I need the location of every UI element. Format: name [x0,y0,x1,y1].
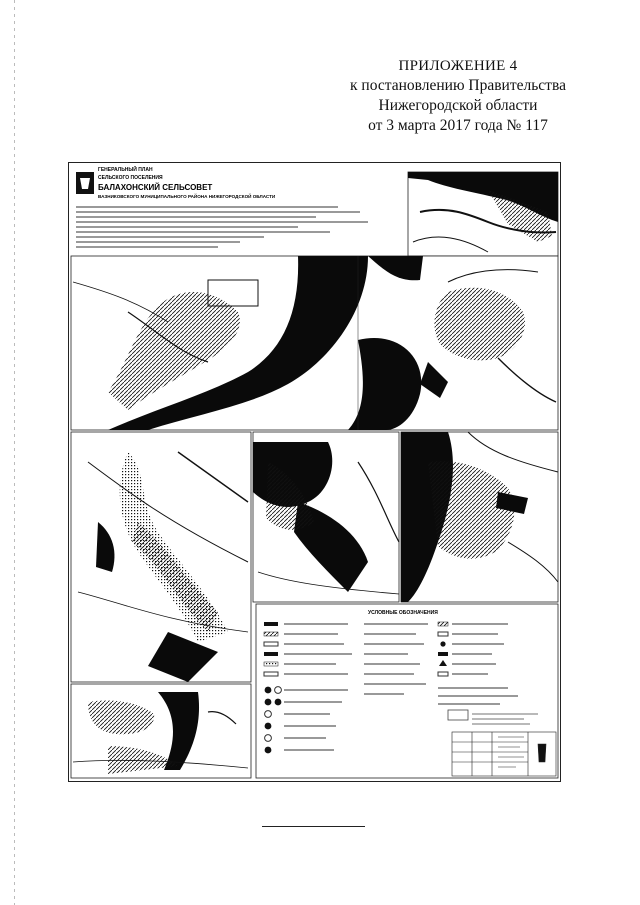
map-panel-center [252,431,400,603]
stamp-emblem [537,743,547,763]
title-settlement: СЕЛЬСКОГО ПОСЕЛЕНИЯ [98,175,163,181]
legend-column-1 [263,622,352,754]
document-heading: ПРИЛОЖЕНИЕ 4 к постановлению Правительст… [300,56,616,136]
scan-edge-line [14,0,15,905]
map-panel-river-band [70,255,559,431]
legend-column-3 [437,621,518,705]
date-line: от 3 марта 2017 года № 117 [368,117,548,134]
map-panel-left [70,431,252,683]
region-line: Нижегородской области [378,97,538,114]
resolution-line: к постановлению Правительства [350,77,566,94]
title-district: ВАЗНИКОВСКОГО МУНИЦИПАЛЬНОГО РАЙОНА НИЖЕ… [98,192,275,199]
legend-panel: УСЛОВНЫЕ ОБОЗНАЧЕНИЯ [255,603,559,779]
title-notes [76,206,368,248]
title-stamp-block [451,731,557,777]
bottom-rule [262,826,365,827]
map-mosaic: ГЕНЕРАЛЬНЫЙ ПЛАН СЕЛЬСКОГО ПОСЕЛЕНИЯ БАЛ… [68,162,561,782]
general-plan-map-sheet: ГЕНЕРАЛЬНЫЙ ПЛАН СЕЛЬСКОГО ПОСЕЛЕНИЯ БАЛ… [68,162,561,782]
title-general-plan: ГЕНЕРАЛЬНЫЙ ПЛАН [98,165,153,173]
title-block: ГЕНЕРАЛЬНЫЙ ПЛАН СЕЛЬСКОГО ПОСЕЛЕНИЯ БАЛ… [71,165,403,253]
title-selsovet: БАЛАХОНСКИЙ СЕЛЬСОВЕТ [98,183,212,192]
appendix-label: ПРИЛОЖЕНИЕ 4 [398,58,518,74]
map-panel-right [400,431,559,603]
legend-column-2 [364,623,428,695]
legend-notes [447,709,538,725]
map-panel-top-right [407,171,559,257]
map-panel-bottom-left [70,683,252,779]
legend-title: УСЛОВНЫЕ ОБОЗНАЧЕНИЯ [368,610,438,616]
